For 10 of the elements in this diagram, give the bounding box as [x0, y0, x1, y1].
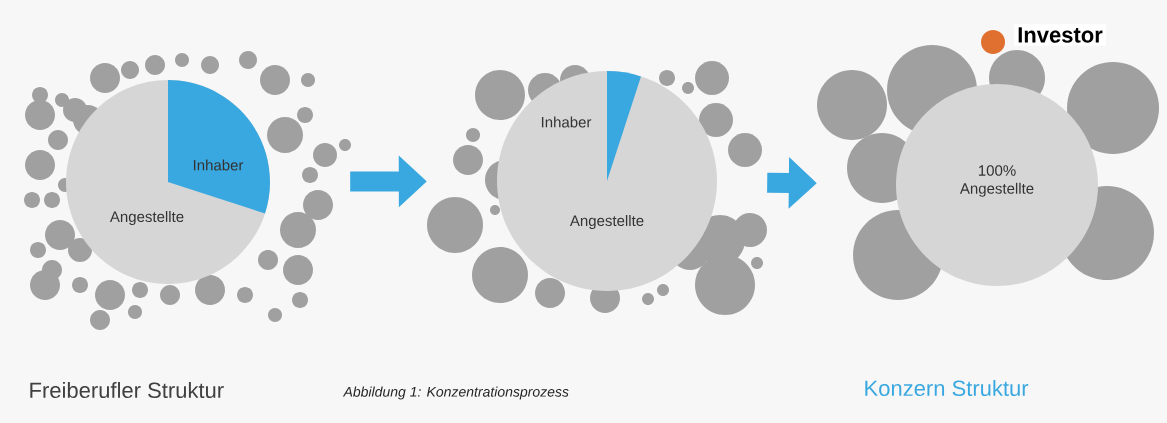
pie-label: Inhaber [541, 116, 592, 128]
dot [981, 30, 1005, 54]
pie-label: 100% Angestellte [959, 165, 1034, 197]
investor-label: Investor [1014, 24, 1106, 46]
heading: Freiberufler Struktur [30, 381, 224, 399]
heading: Konzern Struktur [865, 379, 1029, 397]
caption: Abbildung 1: Konzentrationsprozess [342, 386, 569, 400]
pie-label: Inhaber [193, 159, 244, 171]
pie-label: Angestellte [109, 211, 184, 225]
pie-label: Angestellte [569, 215, 644, 229]
